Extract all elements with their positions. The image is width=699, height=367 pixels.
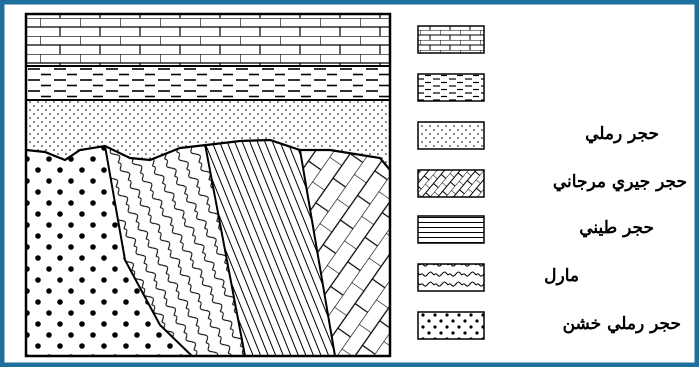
limestone-layer	[26, 14, 390, 66]
legend-swatch-shale	[418, 74, 484, 101]
legend-swatch-sandstone	[418, 122, 484, 149]
legend-swatch-coral-limestone	[418, 170, 484, 197]
legend-swatch-limestone	[418, 26, 484, 53]
legend-swatch-claystone	[418, 216, 484, 243]
legend-label-sandstone: حجر رملي	[585, 124, 659, 144]
shale-layer	[26, 66, 390, 100]
cross-section	[26, 14, 390, 356]
legend-label-marl: مارل	[544, 266, 579, 286]
legend-label-claystone: حجر طيني	[579, 218, 654, 238]
legend-swatch-marl	[418, 264, 484, 291]
legend-swatch-coarse-sandstone	[418, 312, 484, 339]
legend-label-coarse-sandstone: حجر رملي خشن	[563, 314, 681, 334]
legend-label-coral-limestone: حجر جيري مرجاني	[553, 172, 687, 192]
